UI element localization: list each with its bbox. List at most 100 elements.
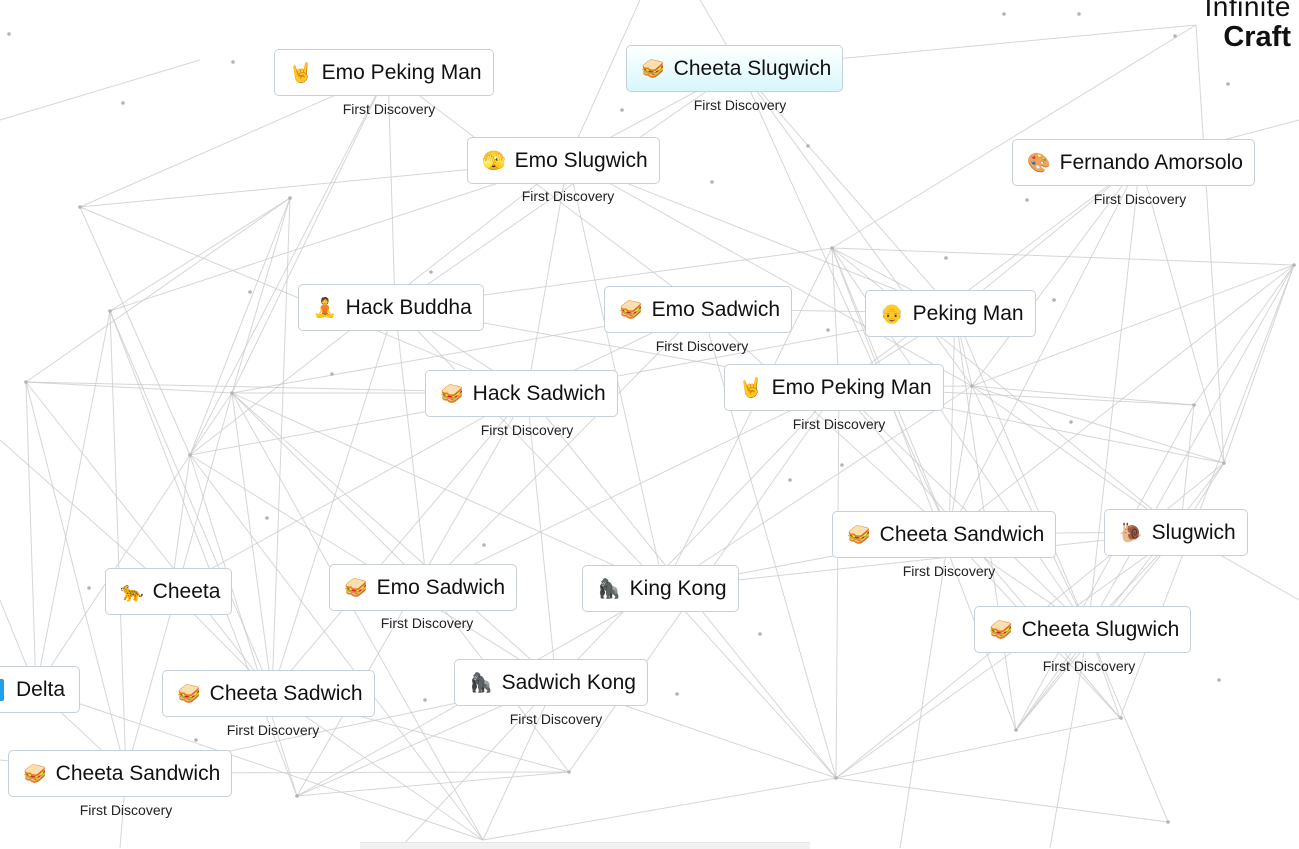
connection-line (739, 67, 956, 314)
connection-line (482, 777, 837, 841)
first-discovery-badge: First Discovery (226, 722, 320, 738)
connection-line (231, 392, 665, 589)
connection-node-dot (834, 776, 838, 780)
element-label: Emo Slugwich (514, 148, 648, 172)
first-discovery-badge: First Discovery (902, 563, 996, 579)
connection-node-dot (248, 290, 252, 294)
element-label: Fernando Amorsolo (1059, 150, 1243, 174)
element-label: King Kong (629, 576, 727, 600)
connection-line (189, 454, 484, 841)
element-delta[interactable]: Delta (0, 666, 80, 713)
connection-node-dot (620, 108, 624, 112)
element-cheeta-slugwich[interactable]: 🥪 Cheeta Slugwich (626, 45, 844, 92)
connection-line (231, 71, 389, 394)
first-discovery-badge: First Discovery (521, 188, 615, 204)
connection-node-dot (710, 180, 714, 184)
connection-line (399, 681, 557, 848)
peeking-face-icon: 🫣 (482, 150, 506, 172)
first-discovery-badge: First Discovery (1042, 658, 1136, 674)
connection-node-dot (1292, 263, 1296, 267)
gorilla-icon: 🦍 (469, 672, 493, 694)
connection-line (25, 381, 127, 774)
first-discovery-badge: First Discovery (509, 711, 603, 727)
connection-line (426, 308, 703, 588)
rock-on-hand-icon: 🤘 (289, 62, 313, 84)
first-discovery-badge: First Discovery (380, 615, 474, 631)
element-sadwich-kong[interactable]: 🦍 Sadwich Kong (454, 659, 648, 706)
connection-line (231, 392, 428, 588)
connection-line (526, 159, 569, 394)
first-discovery-badge: First Discovery (480, 422, 574, 438)
element-emo-sadwich-2[interactable]: 🥪 Emo Sadwich (329, 564, 518, 611)
bottom-panel-edge (360, 842, 810, 849)
connection-line (835, 531, 1181, 779)
connection-node-dot (330, 372, 334, 376)
connection-line (0, 439, 172, 592)
connection-line (948, 312, 956, 535)
element-slugwich[interactable]: 🐌 Slugwich (1104, 509, 1248, 556)
connection-node-dot (1025, 198, 1029, 202)
element-cheeta-sadwich[interactable]: 🥪 Cheeta Sadwich (162, 670, 375, 717)
connection-node-dot (675, 692, 679, 696)
connection-node-dot (1002, 12, 1006, 16)
connection-line (948, 161, 1141, 535)
connection-line (426, 386, 840, 588)
sandwich-icon: 🥪 (641, 58, 665, 80)
connection-node-dot (24, 380, 28, 384)
sandwich-icon: 🥪 (847, 524, 871, 546)
connection-line (835, 777, 1169, 823)
connection-line (35, 310, 111, 690)
element-emo-slugwich[interactable]: 🫣 Emo Slugwich (467, 137, 660, 184)
connection-line (189, 197, 291, 456)
connection-line (835, 717, 1121, 779)
element-cheeta[interactable]: 🐆 Cheeta (105, 568, 233, 615)
connection-line (482, 681, 557, 841)
element-label: Cheeta Sandwich (55, 761, 221, 785)
element-fernando-amorsolo[interactable]: 🎨 Fernando Amorsolo (1012, 139, 1255, 186)
element-label: Cheeta Sadwich (209, 681, 363, 705)
connection-node-dot (7, 32, 11, 36)
connection-node-dot (1077, 12, 1081, 16)
connection-node-dot (188, 453, 192, 457)
element-peking-man[interactable]: 👴 Peking Man (865, 290, 1036, 337)
element-label: Cheeta Slugwich (1021, 617, 1180, 641)
meditating-person-icon: 🧘 (313, 297, 337, 319)
connection-node-dot (1173, 34, 1177, 38)
connection-node-dot (970, 384, 974, 388)
connection-line (1049, 628, 1089, 848)
connection-line (79, 206, 191, 456)
connection-line (0, 59, 201, 121)
element-king-kong[interactable]: 🦍 King Kong (582, 565, 739, 612)
connection-node-dot (78, 205, 82, 209)
connection-node-dot (288, 196, 292, 200)
connection-line (394, 306, 428, 588)
connection-line (1193, 264, 1295, 406)
connection-node-dot (826, 328, 830, 332)
connection-node-dot (265, 516, 269, 520)
element-cheeta-sandwich[interactable]: 🥪 Cheeta Sandwich (832, 511, 1057, 558)
sandwich-icon: 🥪 (989, 619, 1013, 641)
connection-node-dot (944, 256, 948, 260)
element-label: Cheeta (152, 579, 221, 603)
connection-line (971, 264, 1295, 387)
connection-line (231, 197, 291, 394)
connection-node-dot (1052, 298, 1056, 302)
element-label: Sadwich Kong (501, 670, 636, 694)
connection-line (189, 392, 233, 456)
infinite-craft-logo: Infinite Craft (1205, 0, 1292, 52)
connection-line (271, 306, 396, 694)
connection-line (701, 308, 950, 535)
connection-line (838, 161, 1141, 388)
blue-square-icon (0, 678, 4, 701)
element-hack-buddha[interactable]: 🧘 Hack Buddha (298, 284, 484, 331)
element-label: Cheeta Sandwich (879, 522, 1045, 546)
element-hack-sadwich[interactable]: 🥪 Hack Sadwich (425, 370, 618, 417)
element-cheeta-sandwich-2[interactable]: 🥪 Cheeta Sandwich (8, 750, 233, 797)
element-emo-peking-man[interactable]: 🤘 Emo Peking Man (274, 49, 494, 96)
connection-line (831, 247, 1295, 266)
connection-node-dot (231, 60, 235, 64)
element-cheeta-slugwich-2[interactable]: 🥪 Cheeta Slugwich (974, 606, 1192, 653)
connection-line (271, 692, 484, 841)
element-emo-peking-man-2[interactable]: 🤘 Emo Peking Man (724, 364, 944, 411)
element-emo-sadwich[interactable]: 🥪 Emo Sadwich (604, 286, 793, 333)
